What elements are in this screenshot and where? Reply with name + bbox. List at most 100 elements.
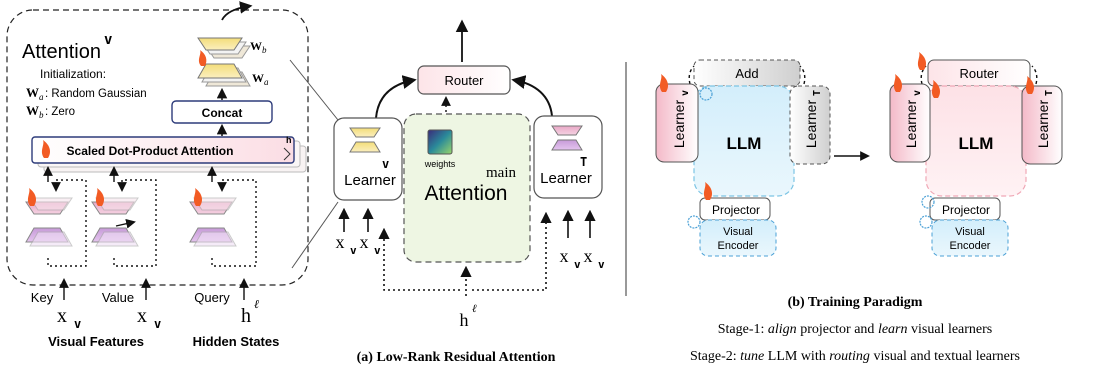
learner-t-to-router-arrow	[511, 75, 553, 117]
stage2-learner-v-label: Learner	[903, 100, 919, 149]
flame-icon	[917, 52, 927, 70]
learner-v-label: Learner	[344, 172, 396, 189]
sdpa-label: Scaled Dot-Product Attention	[67, 144, 234, 158]
query-projection	[189, 197, 237, 247]
stage1-visual-encoder-box	[699, 219, 777, 257]
flame-icon	[1025, 76, 1035, 94]
attention-v-sup: v	[104, 32, 112, 48]
stage1-learner-v-sup: v	[680, 90, 691, 96]
query-h-sym: h	[241, 305, 251, 327]
value-inner-arrow	[115, 218, 136, 229]
main-attention-label: Attention	[425, 182, 508, 205]
learner-t-x2-sub: v	[598, 258, 605, 271]
router-box	[417, 65, 511, 95]
stage2-arc-left	[920, 65, 927, 85]
learner-v-x2-sym: x	[360, 232, 369, 252]
query-label: Query	[194, 290, 230, 305]
flame-icon	[931, 80, 941, 98]
learner-t-glyph-top	[551, 125, 583, 136]
init-a-sub: a	[39, 92, 44, 102]
weights-label: weights	[424, 159, 456, 169]
wa-sub: a	[264, 77, 269, 87]
learner-v-glyph-top	[349, 127, 381, 138]
snowflake-icon	[919, 215, 933, 229]
weights-heatmap	[427, 129, 453, 155]
stage2-visual-label: Visual	[955, 226, 985, 238]
stage1-visual-label: Visual	[723, 226, 753, 238]
learner-v-glyph-bottom	[349, 141, 381, 153]
flame-icon	[198, 50, 207, 66]
stage1-learner-t-sup: T	[812, 90, 823, 96]
caption-b-title: (b) Training Paradigm	[788, 295, 923, 310]
init-a-sym: W	[26, 85, 39, 100]
hidden-states-label: Hidden States	[193, 334, 280, 349]
stage2-diagram: Router LLM Learner v Learner T Projector…	[889, 52, 1063, 257]
learner-t-x1-sub: v	[574, 258, 581, 271]
value-x-sym: x	[137, 305, 147, 327]
hidden-to-learner-v-arrow	[378, 227, 460, 291]
stage1-projector-label: Projector	[712, 203, 760, 217]
init-b-text: : Zero	[45, 106, 75, 118]
stage2-caption: Stage-2: tune LLM with routing visual an…	[690, 349, 1020, 364]
flame-icon	[893, 74, 903, 92]
key-projection	[25, 197, 73, 247]
main-h-sup: ℓ	[472, 303, 477, 315]
attention-v-title: Attention	[22, 41, 101, 63]
stage2-projector-label: Projector	[942, 203, 990, 217]
main-label: main	[486, 165, 516, 181]
main-h-sym: h	[460, 310, 469, 330]
head-bracket	[283, 147, 291, 161]
snowflake-icon	[699, 87, 713, 101]
concat-label: Concat	[202, 106, 243, 120]
flame-icon	[659, 74, 669, 92]
learner-v-x1-sym: x	[336, 232, 345, 252]
stage1-add-box	[693, 59, 801, 87]
init-a-text: : Random Gaussian	[45, 88, 147, 100]
learner-v-x1-sub: v	[350, 244, 357, 257]
stage1-llm-label: LLM	[727, 134, 762, 153]
stage2-router-label: Router	[959, 66, 999, 81]
caption-a: (a) Low-Rank Residual Attention	[357, 350, 556, 365]
learner-t-box	[533, 115, 603, 199]
stage2-learner-t-label: Learner	[1035, 100, 1051, 149]
key-label: Key	[31, 290, 54, 305]
stage1-arc-left	[688, 65, 695, 85]
flame-icon	[95, 188, 105, 206]
stage2-learner-v-sup: v	[912, 90, 923, 96]
stage1-caption: Stage-1: align projector and learn visua…	[718, 322, 993, 337]
snowflake-icon	[687, 215, 701, 229]
flame-icon	[27, 188, 37, 206]
sdpa-box	[31, 136, 295, 164]
init-title: Initialization:	[40, 67, 106, 81]
learner-v-sup: v	[382, 157, 389, 171]
zoom-line-bottom	[291, 201, 339, 269]
head-count-label: h	[286, 135, 292, 145]
wa-sym: W	[252, 71, 264, 85]
query-h-sup: ℓ	[254, 297, 259, 311]
flame-icon	[41, 140, 51, 158]
stage2-encoder-label: Encoder	[950, 240, 991, 252]
wb-sym: W	[250, 39, 262, 53]
router-label: Router	[444, 73, 484, 88]
init-b-sym: W	[26, 103, 39, 118]
stage1-add-label: Add	[735, 66, 758, 81]
learner-t-x1-sym: x	[560, 246, 569, 266]
value-x-sub: v	[154, 317, 161, 331]
stage2-learner-t-box	[1021, 85, 1063, 165]
wb-sub: b	[262, 45, 267, 55]
query-residual-loop	[211, 179, 257, 267]
stage1-encoder-label: Encoder	[718, 240, 759, 252]
learner-v-box	[333, 117, 403, 201]
value-residual-loop	[113, 179, 157, 267]
learner-v-x2-sub: v	[374, 244, 381, 257]
stage2-arc-right	[1031, 65, 1038, 85]
learner-t-label: Learner	[540, 170, 592, 187]
stage2-llm-label: LLM	[959, 134, 994, 153]
stage1-learner-t-box	[789, 85, 831, 165]
key-x-sub: v	[74, 317, 81, 331]
key-x-sym: x	[57, 305, 67, 327]
visual-features-label: Visual Features	[48, 334, 144, 349]
stage1-arc-right	[799, 65, 806, 85]
snowflake-icon	[921, 195, 935, 209]
